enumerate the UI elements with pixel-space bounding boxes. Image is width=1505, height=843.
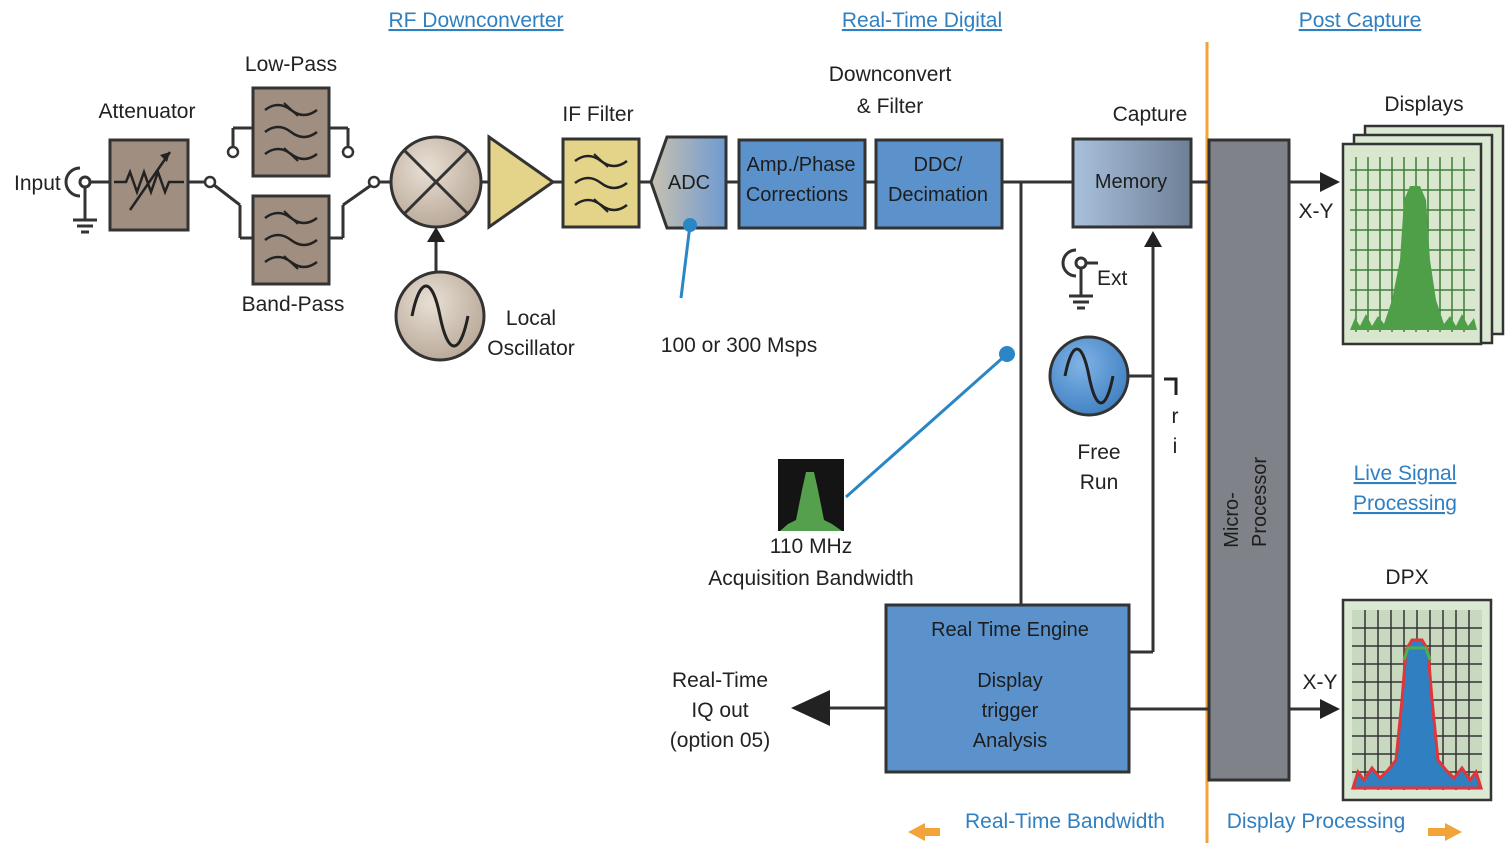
local-oscillator-label: Local [506,307,556,330]
real-time-engine-block [884,603,1131,774]
spectrum-display-icon [1341,124,1505,346]
free-run-label: Free [1077,441,1120,464]
ddc-block [874,138,1004,230]
dpx-display-icon [1341,598,1493,802]
free-run-oscillator-icon [1048,335,1130,417]
ddc-label: DDC/ [914,154,963,176]
if-filter-label: IF Filter [562,103,633,126]
attenuator-icon [108,138,190,232]
band-pass-label: Band-Pass [242,293,345,316]
downconvert-label: Downconvert [829,63,952,86]
rte-title: Real Time Engine [931,619,1089,641]
free-run-label-2: Run [1080,471,1119,494]
mixer-icon [389,135,483,229]
amp-phase-label-2: Corrections [746,184,848,206]
amplifier-icon [487,134,556,230]
memory-label: Memory [1095,171,1167,193]
sample-rate-label: 100 or 300 Msps [661,334,817,357]
rte-trigger-label: trigger [982,700,1039,722]
bandwidth-label-2: Acquisition Bandwidth [708,567,913,590]
dpx-label: DPX [1385,566,1428,589]
amp-phase-block [737,138,867,230]
header-rf-downconverter: RF Downconverter [388,9,563,32]
memory-block [1071,137,1193,229]
adc-label: ADC [668,172,710,194]
xy-bottom-label: X-Y [1302,671,1337,694]
bandwidth-spectrum-icon [778,459,844,531]
header-real-time-digital: Real-Time Digital [842,9,1002,32]
real-time-bandwidth-label: Real-Time Bandwidth [965,810,1165,833]
bandwidth-label: 110 MHz [770,535,852,558]
microprocessor-block [1207,138,1291,782]
local-oscillator-label-2: Oscillator [487,337,575,360]
trigger-label-i: i [1173,435,1178,458]
local-oscillator-icon [394,270,486,362]
low-pass-filter-icon [251,86,331,178]
ddc-label-2: Decimation [888,184,988,206]
input-connector-icon [64,166,97,234]
input-label: Input [14,172,61,195]
if-filter-icon [561,137,641,229]
processor-label: Processor [1249,457,1271,547]
right-arrow-icon [1428,823,1462,841]
left-arrow-icon [908,823,940,841]
amp-phase-label: Amp./Phase [747,154,856,176]
displays-label: Displays [1384,93,1463,116]
header-live-signal: Live Signal [1354,462,1457,485]
trigger-switch-icon [1164,377,1178,395]
iq-out-label-3: (option 05) [670,729,770,752]
capture-label: Capture [1113,103,1188,126]
display-processing-label: Display Processing [1227,810,1406,833]
attenuator-label: Attenuator [99,100,196,123]
micro-label: Micro- [1221,492,1243,548]
iq-out-label: Real-Time [672,669,768,692]
header-live-signal-processing: Processing [1353,492,1457,515]
adc-block [649,135,728,230]
ext-connector-icon [1061,248,1098,310]
trigger-label-r: r [1172,405,1179,428]
rte-display-label: Display [977,670,1043,692]
xy-top-label: X-Y [1298,200,1333,223]
ext-label: Ext [1097,267,1128,290]
header-post-capture: Post Capture [1299,9,1422,32]
band-pass-filter-icon [251,194,331,286]
iq-out-arrow-icon [791,690,830,726]
rte-analysis-label: Analysis [973,730,1047,752]
downconvert-label-2: & Filter [857,95,924,118]
iq-out-label-2: IQ out [691,699,748,722]
low-pass-label: Low-Pass [245,53,337,76]
